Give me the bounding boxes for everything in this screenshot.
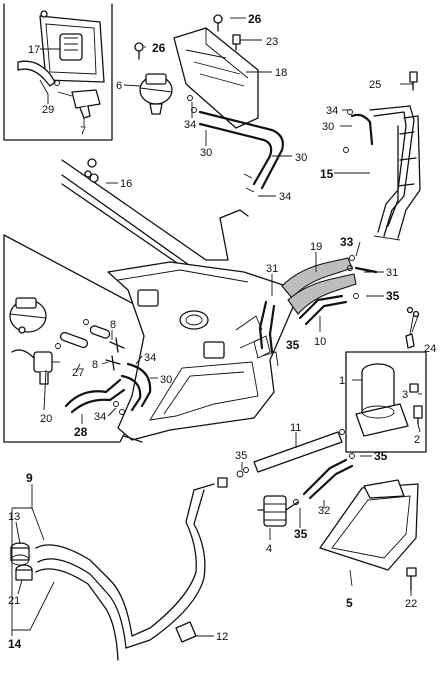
clamp-12 bbox=[175, 621, 197, 643]
callout-18: 18 bbox=[275, 67, 287, 79]
callout-6: 6 bbox=[116, 80, 122, 92]
clips-33 bbox=[347, 255, 359, 299]
control-valve-left-inset bbox=[9, 297, 47, 334]
callout-35-d: 35 bbox=[374, 449, 388, 463]
bracket-18 bbox=[173, 27, 259, 129]
callout-34-upper: 34 bbox=[184, 119, 196, 131]
callout-11: 11 bbox=[290, 422, 301, 434]
callout-17: 17 bbox=[28, 44, 40, 56]
callout-10: 10 bbox=[314, 336, 326, 348]
hose-28 bbox=[64, 378, 126, 414]
inset-box-top-left bbox=[3, 3, 113, 141]
fuel-pump-1 bbox=[345, 306, 427, 453]
fitting-small-bottom bbox=[217, 470, 244, 488]
callout-34-mid: 34 bbox=[279, 191, 291, 203]
callout-2: 2 bbox=[414, 434, 420, 446]
fuel-lines-14 bbox=[35, 483, 215, 661]
purge-control-valve-6 bbox=[139, 73, 173, 115]
callout-29: 29 bbox=[42, 104, 54, 116]
callout-22: 22 bbox=[405, 598, 417, 610]
fitting-25 bbox=[409, 71, 418, 91]
callout-33: 33 bbox=[340, 235, 354, 249]
callout-14: 14 bbox=[8, 637, 22, 651]
callout-12: 12 bbox=[216, 631, 228, 643]
charcoal-canister-17 bbox=[39, 10, 105, 83]
callout-5: 5 bbox=[346, 596, 353, 610]
callout-35-c: 35 bbox=[235, 450, 247, 462]
hoses-30-upper bbox=[198, 110, 284, 193]
bolt-26-a bbox=[134, 42, 144, 60]
callout-24: 24 bbox=[424, 343, 436, 355]
callout-20: 20 bbox=[40, 413, 52, 425]
callout-34-right: 34 bbox=[326, 105, 338, 117]
callout-34-left-a: 34 bbox=[144, 352, 156, 364]
callout-19: 19 bbox=[310, 241, 322, 253]
fuel-tank bbox=[107, 261, 297, 443]
callout-34-left-b: 34 bbox=[94, 411, 106, 423]
grommet-21 bbox=[15, 564, 33, 581]
callout-32: 32 bbox=[318, 505, 330, 517]
hose-11 bbox=[253, 429, 345, 473]
tube-assembly-15 bbox=[369, 105, 421, 241]
callout-35-b: 35 bbox=[286, 338, 300, 352]
leader-lines bbox=[11, 17, 422, 637]
callout-9: 9 bbox=[26, 471, 33, 485]
callout-8-b: 8 bbox=[92, 359, 98, 371]
callout-25: 25 bbox=[369, 79, 381, 91]
fitting-2 bbox=[413, 405, 423, 425]
callout-30-left: 30 bbox=[160, 374, 172, 386]
fitting-23 bbox=[232, 34, 241, 51]
callout-30-right: 30 bbox=[295, 152, 307, 164]
callout-8-a: 8 bbox=[110, 319, 116, 331]
callout-4: 4 bbox=[266, 543, 272, 555]
callout-labels: 17 29 7 6 26 26 23 18 34 30 30 34 16 25 … bbox=[8, 12, 436, 651]
valve-20 bbox=[11, 349, 60, 385]
hoses-31 bbox=[258, 266, 378, 354]
small-clips-34-upper bbox=[187, 95, 197, 113]
bracket-5 bbox=[319, 479, 419, 571]
hose-30-upper-right bbox=[343, 109, 374, 153]
hose-32 bbox=[302, 458, 354, 500]
fitting-3 bbox=[409, 383, 419, 393]
callout-7: 7 bbox=[80, 125, 86, 137]
callout-26-a: 26 bbox=[152, 41, 166, 55]
bolt-26-b bbox=[213, 14, 223, 32]
hoses-30-left bbox=[113, 362, 152, 415]
hose-29 bbox=[17, 60, 60, 87]
callout-21: 21 bbox=[8, 595, 20, 607]
clips-35 bbox=[243, 453, 355, 505]
valve-7 bbox=[57, 89, 101, 119]
callout-27: 27 bbox=[72, 367, 84, 379]
callout-3: 3 bbox=[402, 389, 408, 401]
callout-31-right: 31 bbox=[386, 267, 398, 279]
callout-35-a: 35 bbox=[386, 289, 400, 303]
callout-26-b: 26 bbox=[248, 12, 262, 26]
callout-13: 13 bbox=[8, 511, 20, 523]
callout-16: 16 bbox=[120, 178, 132, 190]
callout-30-upper-right: 30 bbox=[322, 121, 334, 133]
callout-28: 28 bbox=[74, 425, 88, 439]
callout-30-upper: 30 bbox=[200, 147, 212, 159]
grommet-13 bbox=[10, 542, 30, 566]
callout-15: 15 bbox=[320, 167, 334, 181]
callout-31-left: 31 bbox=[266, 263, 278, 275]
hose-pieces-27 bbox=[55, 319, 111, 349]
bolt-22 bbox=[406, 567, 417, 591]
tees-8 bbox=[105, 337, 125, 371]
hose-19 bbox=[281, 257, 357, 315]
callout-23: 23 bbox=[266, 36, 278, 48]
callout-1: 1 bbox=[339, 375, 345, 387]
pipe-assembly-16 bbox=[61, 158, 249, 277]
fuel-filter-4 bbox=[257, 495, 299, 527]
hose-10 bbox=[298, 294, 348, 326]
callout-35-e: 35 bbox=[294, 527, 308, 541]
